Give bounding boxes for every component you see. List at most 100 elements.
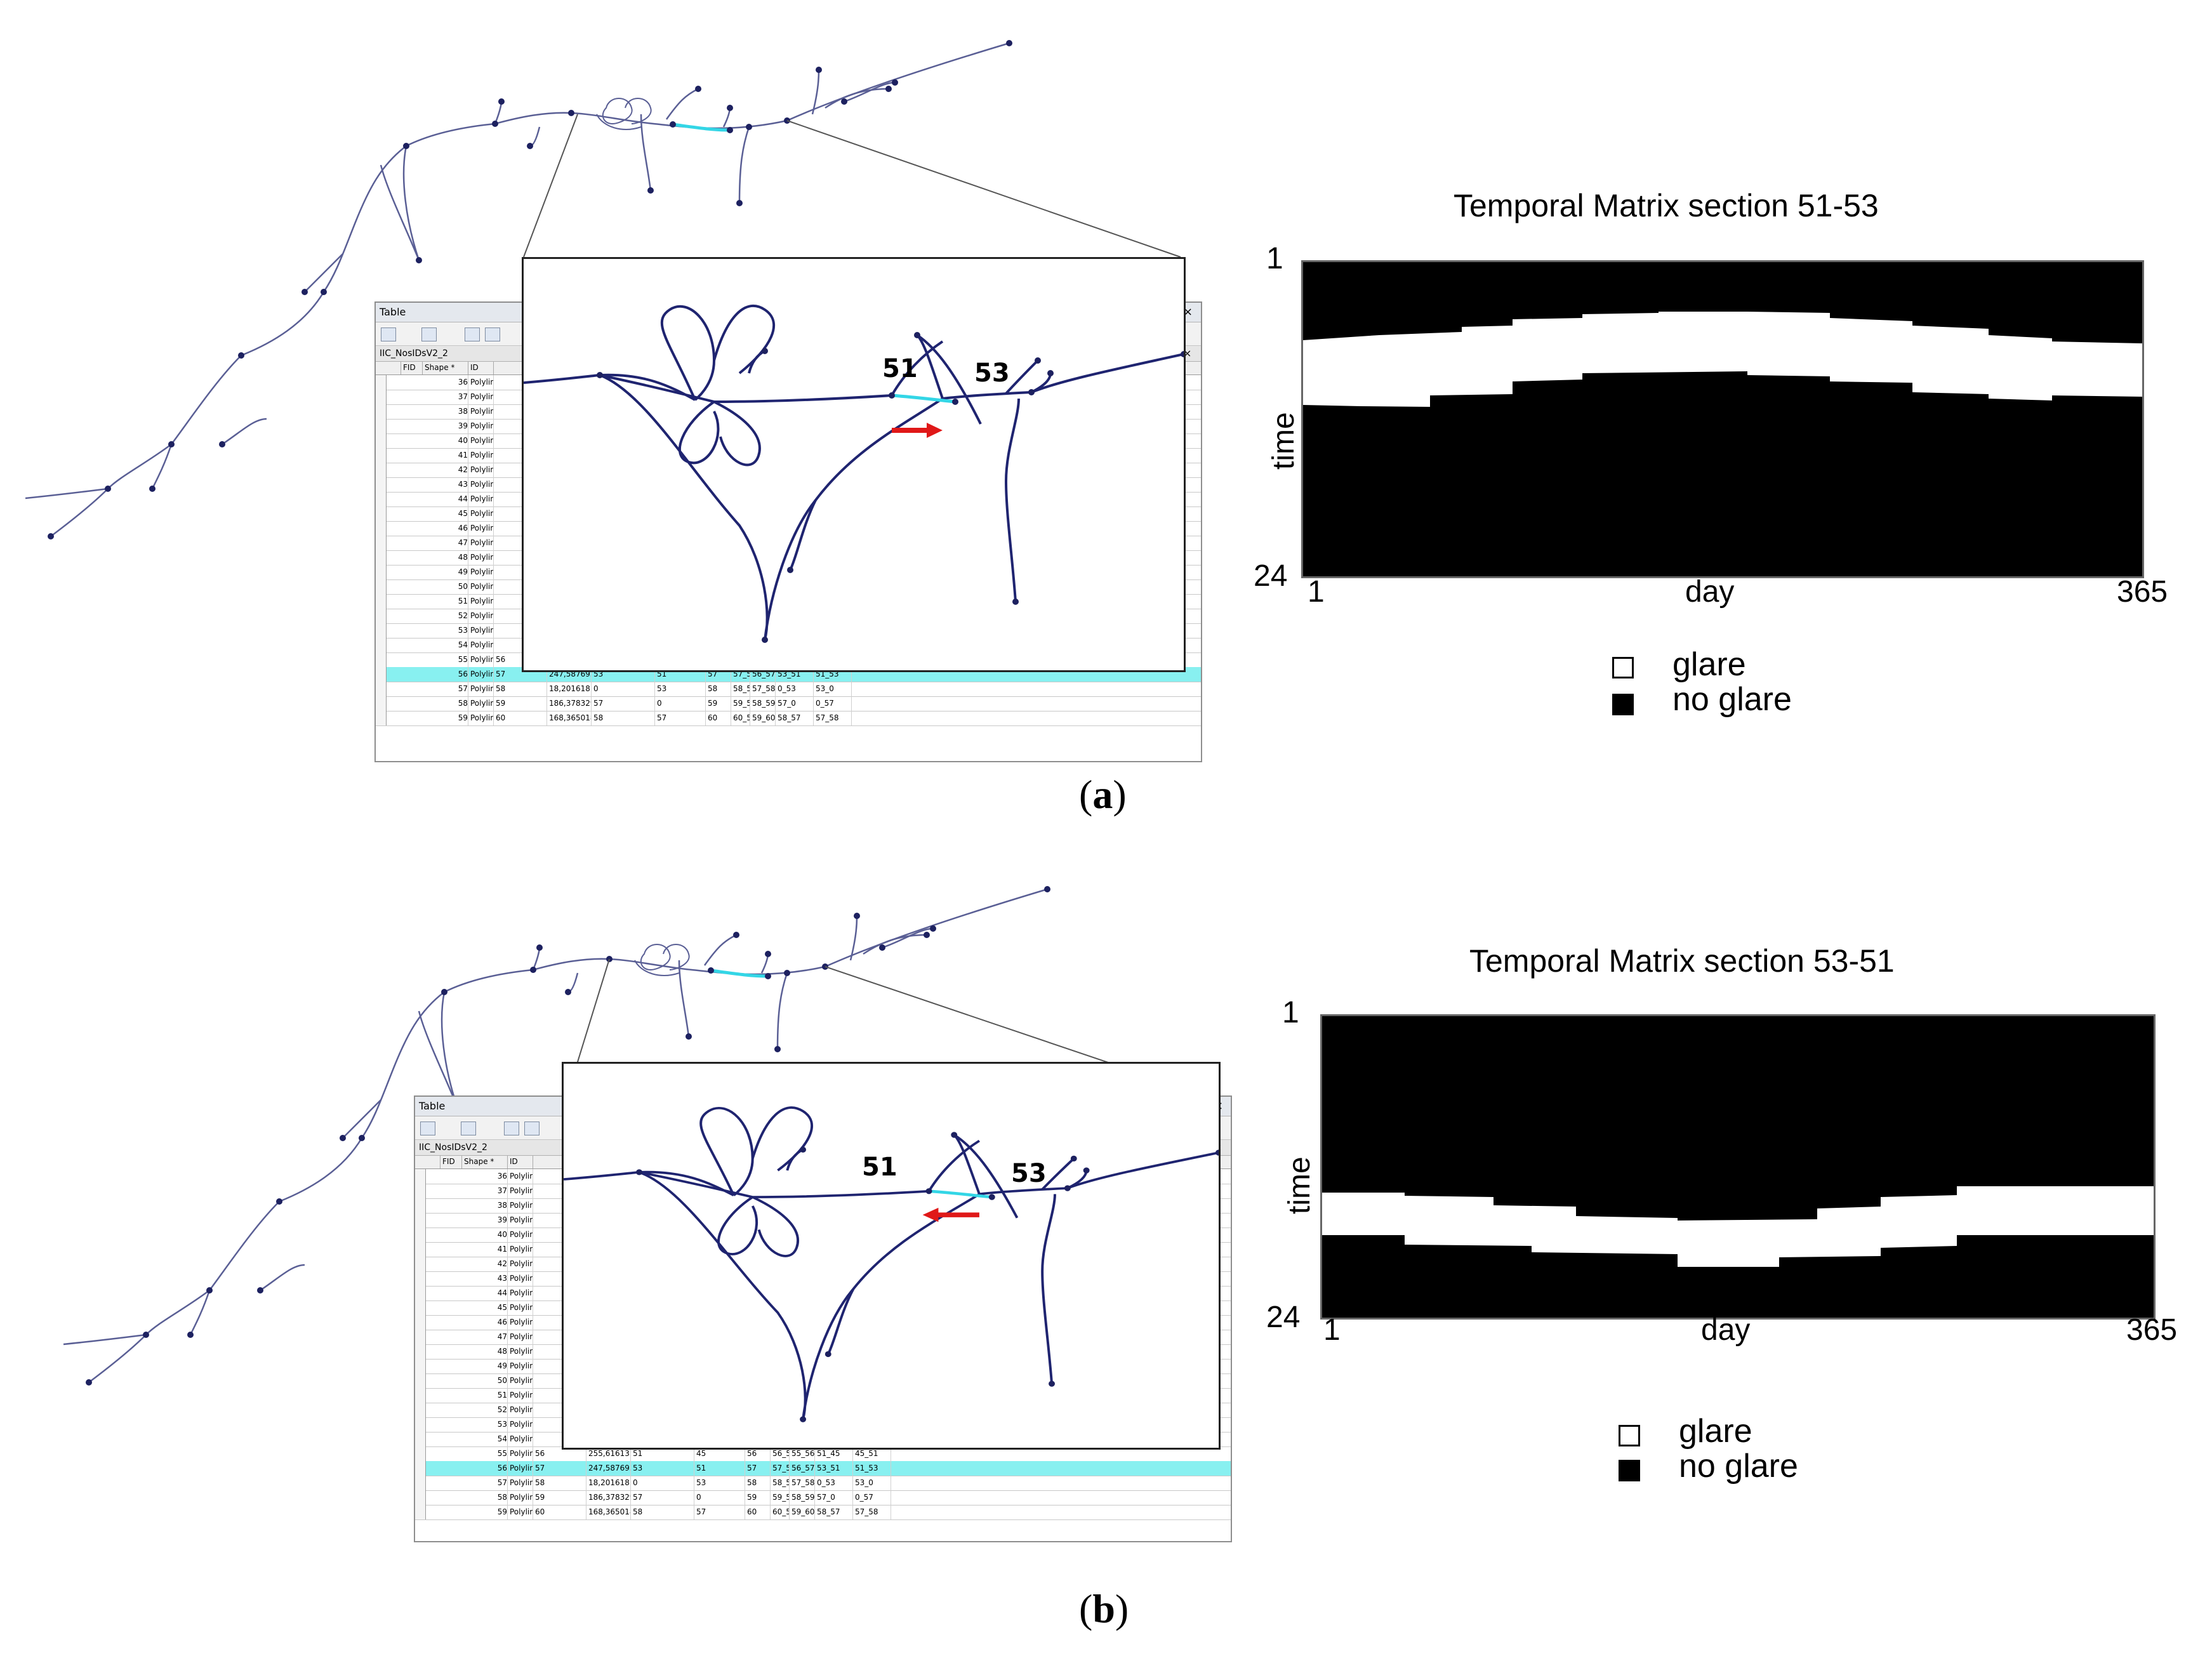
row-selector[interactable] <box>415 1490 426 1505</box>
table-cell: 51_45 <box>815 1446 853 1461</box>
table-cell: 247,587695 <box>586 1461 631 1476</box>
table-cell: 60 <box>494 711 547 725</box>
select-by-attributes-button[interactable] <box>465 328 480 341</box>
row-selector[interactable] <box>376 579 387 594</box>
legend-glare-label: glare <box>1679 1413 1752 1450</box>
row-selector[interactable] <box>415 1257 426 1271</box>
row-selector[interactable] <box>376 390 387 404</box>
column-header-fid[interactable]: FID <box>440 1156 462 1168</box>
row-selector[interactable] <box>376 696 387 711</box>
row-selector[interactable] <box>376 638 387 652</box>
row-selector[interactable] <box>376 536 387 550</box>
column-header-id[interactable]: ID <box>468 362 494 374</box>
table-cell: Polyline <box>468 594 494 609</box>
table-cell: 51 <box>694 1461 745 1476</box>
table-row[interactable]: 59Polyline60168,36501858576060_5959_6058… <box>415 1505 1231 1520</box>
panel-b: Table × IIC_NosIDsV2_2 × FID Shape * ID … <box>0 830 2212 1660</box>
table-cell: Polyline <box>468 375 494 390</box>
row-selector[interactable] <box>415 1359 426 1373</box>
table-cell: 58 <box>706 682 731 696</box>
inset-network <box>564 1106 1219 1422</box>
row-selector[interactable] <box>376 492 387 506</box>
table-cell: 52 <box>440 1403 508 1417</box>
row-selector[interactable] <box>415 1198 426 1213</box>
table-options-button[interactable] <box>420 1122 435 1135</box>
related-tables-button[interactable] <box>461 1122 476 1135</box>
row-selector[interactable] <box>415 1446 426 1461</box>
row-selector[interactable] <box>376 682 387 696</box>
select-by-attributes-button[interactable] <box>504 1122 519 1135</box>
switch-selection-button[interactable] <box>485 328 500 341</box>
row-selector[interactable] <box>376 433 387 448</box>
row-selector[interactable] <box>376 448 387 463</box>
row-selector[interactable] <box>415 1403 426 1417</box>
table-cell: 39 <box>440 1213 508 1228</box>
row-selector[interactable] <box>415 1169 426 1184</box>
row-selector[interactable] <box>415 1213 426 1228</box>
table-row[interactable]: 59Polyline60168,36501858576060_5959_6058… <box>376 711 1201 726</box>
row-selector[interactable] <box>415 1344 426 1359</box>
table-cell: 44 <box>401 492 468 506</box>
related-tables-button[interactable] <box>421 328 437 341</box>
row-selector[interactable] <box>376 565 387 579</box>
row-selector[interactable] <box>376 594 387 609</box>
table-cell: Polyline <box>468 652 494 667</box>
table-row[interactable]: 58Polyline59186,3783295705959_5858_5957_… <box>376 696 1201 711</box>
column-header-fid[interactable]: FID <box>401 362 423 374</box>
table-row[interactable]: 57Polyline5818,2016180535858_5757_580_53… <box>376 682 1201 697</box>
row-selector[interactable] <box>415 1184 426 1198</box>
row-selector[interactable] <box>415 1373 426 1388</box>
row-selector[interactable] <box>376 652 387 667</box>
column-header-shape[interactable]: Shape * <box>423 362 468 374</box>
row-selector[interactable] <box>415 1330 426 1344</box>
row-selector[interactable] <box>415 1271 426 1286</box>
table-cell: 50 <box>401 579 468 594</box>
column-header-id[interactable]: ID <box>508 1156 533 1168</box>
row-selector[interactable] <box>415 1432 426 1446</box>
table-cell: 46 <box>440 1315 508 1330</box>
road-network-map <box>63 886 1219 1386</box>
row-selector[interactable] <box>376 463 387 477</box>
table-cell: 37 <box>440 1184 508 1198</box>
x-tick-left: 1 <box>1308 575 1325 609</box>
row-selector[interactable] <box>415 1300 426 1315</box>
switch-selection-button[interactable] <box>524 1122 540 1135</box>
row-selector[interactable] <box>376 667 387 682</box>
row-selector[interactable] <box>376 521 387 536</box>
y-tick-bottom: 24 <box>1266 1300 1301 1334</box>
row-selector[interactable] <box>415 1461 426 1476</box>
x-axis-label: day <box>1701 1313 1751 1347</box>
legend-no-glare-label: no glare <box>1679 1448 1798 1485</box>
row-selector[interactable] <box>376 609 387 623</box>
table-cell: 56 <box>533 1446 586 1461</box>
row-selector[interactable] <box>415 1242 426 1257</box>
row-selector[interactable] <box>376 550 387 565</box>
temporal-matrix <box>1320 1014 2156 1320</box>
row-selector[interactable] <box>415 1476 426 1490</box>
row-selector[interactable] <box>376 375 387 390</box>
row-selector[interactable] <box>415 1228 426 1242</box>
row-selector[interactable] <box>415 1505 426 1519</box>
row-selector[interactable] <box>376 623 387 638</box>
row-selector[interactable] <box>415 1417 426 1432</box>
row-selector[interactable] <box>415 1286 426 1300</box>
glare-band <box>1322 1186 2154 1267</box>
table-cell: 48 <box>440 1344 508 1359</box>
table-row[interactable]: 57Polyline5818,2016180535858_5757_580_53… <box>415 1476 1231 1491</box>
table-row[interactable]: 58Polyline59186,3783295705959_5858_5957_… <box>415 1490 1231 1505</box>
row-selector[interactable] <box>376 506 387 521</box>
table-options-button[interactable] <box>381 328 396 341</box>
table-row-selected[interactable]: 56Polyline57247,58769553515757_5656_5753… <box>415 1461 1231 1476</box>
table-cell: 57_58 <box>790 1476 815 1490</box>
table-cell: 60_59 <box>731 711 750 725</box>
table-row[interactable]: 55Polyline56255,61613751455656_5555_5651… <box>415 1446 1231 1462</box>
column-header-shape[interactable]: Shape * <box>462 1156 508 1168</box>
row-selector[interactable] <box>376 711 387 725</box>
row-selector[interactable] <box>376 404 387 419</box>
row-selector[interactable] <box>415 1315 426 1330</box>
row-selector[interactable] <box>415 1388 426 1403</box>
row-selector[interactable] <box>376 419 387 433</box>
table-cell: 60_59 <box>771 1505 790 1519</box>
table-cell: Polyline <box>508 1373 533 1388</box>
row-selector[interactable] <box>376 477 387 492</box>
